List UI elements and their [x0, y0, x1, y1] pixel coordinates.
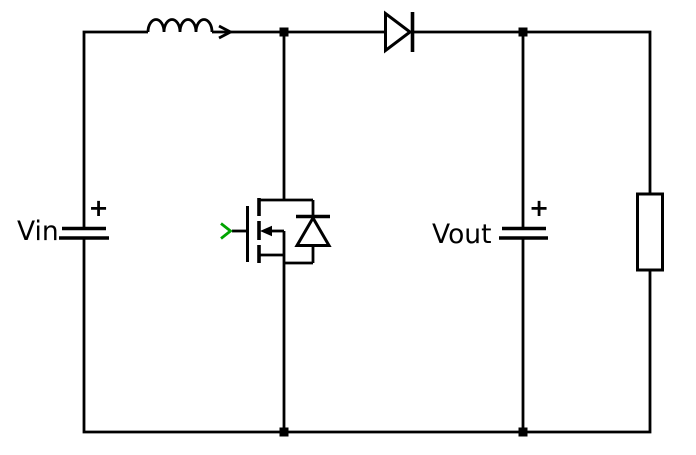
junction-dot: [279, 27, 289, 37]
wire-bottom-loop: [82, 239, 652, 434]
vout-capacitor-symbol: + Vout: [432, 194, 549, 250]
inductor-symbol: [146, 18, 234, 40]
diode-triangle: [384, 10, 413, 54]
vin-label: Vin: [17, 216, 59, 247]
mosfet-symbol: [220, 198, 313, 263]
current-arrow-icon: [218, 24, 234, 40]
diode-symbol: [384, 10, 415, 54]
vin-plus-sign: +: [88, 194, 108, 222]
gate-drive-chevron-icon: [220, 222, 233, 240]
load-resistor-box: [636, 192, 664, 272]
junction-dot: [518, 427, 528, 437]
vin-capacitor-symbol: + Vin: [17, 194, 109, 247]
junction-dot: [279, 427, 289, 437]
vout-label: Vout: [432, 219, 491, 250]
load-resistor-symbol: [636, 192, 664, 272]
vout-plus-sign: +: [529, 194, 549, 222]
junction-dots: [279, 27, 528, 437]
junction-dot: [518, 27, 528, 37]
mosfet-body-arrow-icon: [260, 225, 272, 237]
wiring: [82, 30, 652, 434]
body-diode-triangle: [294, 215, 332, 247]
inductor-coil: [146, 18, 214, 33]
wire-top-right: [414, 30, 652, 194]
body-diode-symbol: [284, 200, 332, 265]
wire-top-left: [82, 30, 148, 227]
